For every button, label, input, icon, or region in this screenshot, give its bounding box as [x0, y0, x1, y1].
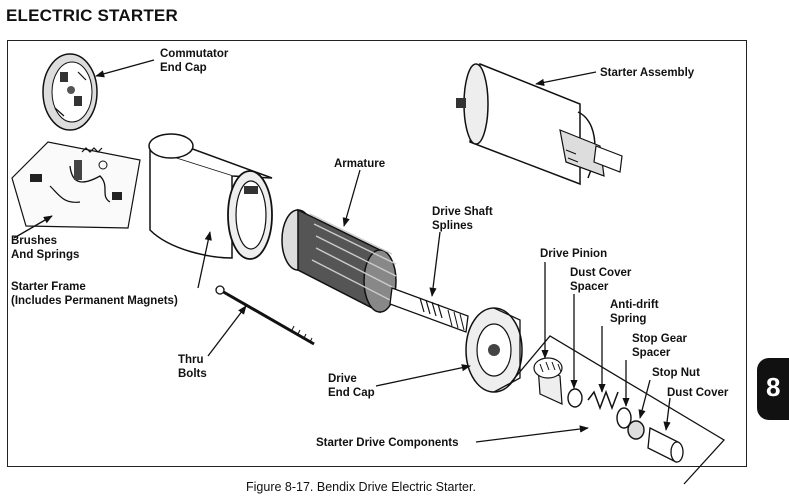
drive-end-cap-part [465, 307, 523, 393]
label-drive-end-cap: Drive End Cap [328, 373, 375, 399]
label-dust-cover: Dust Cover [667, 387, 729, 399]
section-tab: 8 [757, 358, 789, 420]
starter-frame-part [148, 133, 273, 260]
label-thru-bolts: Thru Bolts [178, 354, 207, 380]
label-anti-drift-spring: Anti-drift Spring [610, 299, 659, 325]
armature-part [281, 208, 469, 333]
label-starter-frame: Starter Frame (Includes Permanent Magnet… [11, 281, 178, 307]
label-drive-shaft-splines: Drive Shaft Splines [432, 206, 493, 232]
page-title: ELECTRIC STARTER [6, 6, 178, 25]
figure-caption: Figure 8-17. Bendix Drive Electric Start… [246, 480, 476, 494]
label-starter-drive-components: Starter Drive Components [316, 437, 459, 449]
label-drive-pinion: Drive Pinion [540, 248, 608, 260]
label-commutator-end-cap: Commutator End Cap [160, 48, 229, 74]
label-stop-nut: Stop Nut [652, 367, 700, 379]
commutator-end-cap-part [42, 53, 98, 131]
label-starter-assembly: Starter Assembly [600, 67, 695, 79]
starter-assembly-part [456, 62, 623, 186]
label-dust-cover-spacer: Dust Cover Spacer [570, 267, 632, 293]
starter-drive-components-part [507, 335, 726, 485]
diagram-frame [7, 40, 747, 467]
label-brushes-and-springs: Brushes And Springs [11, 235, 80, 261]
label-armature: Armature [334, 158, 386, 170]
section-tab-number: 8 [766, 372, 781, 402]
thru-bolts-part [215, 285, 315, 346]
label-stop-gear-spacer: Stop Gear Spacer [632, 333, 687, 359]
leader-lines [13, 59, 671, 443]
brushes-and-springs-part [11, 141, 141, 229]
